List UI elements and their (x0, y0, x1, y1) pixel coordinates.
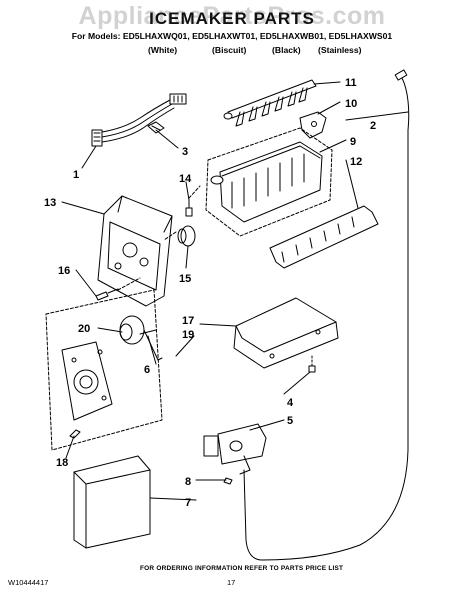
fill-cup-bracket (299, 111, 327, 139)
ordering-note: FOR ORDERING INFORMATION REFER TO PARTS … (140, 565, 344, 572)
water-valve (203, 423, 267, 475)
dashed-leaders (117, 185, 201, 291)
variant-biscuit: (Biscuit) (212, 45, 247, 55)
control-module (45, 289, 163, 451)
callout-18: 18 (56, 457, 68, 469)
callout-14: 14 (179, 173, 192, 185)
callout-12: 12 (350, 156, 362, 168)
callout-1: 1 (73, 169, 79, 181)
module-housing (97, 195, 173, 307)
page-title: ICEMAKER PARTS (149, 9, 315, 28)
watermark: AppliancePartsPros.com (78, 2, 386, 30)
variant-black: (Black) (272, 45, 301, 55)
fill-tube (243, 69, 410, 561)
callout-leaders (61, 81, 409, 501)
document-number: W10444417 (8, 578, 49, 587)
screw-4 (308, 355, 316, 373)
model-list: For Models: ED5LHAXWQ01, ED5LHAXWT01, ED… (71, 31, 393, 41)
screw-16 (95, 288, 119, 301)
callout-2: 2 (370, 120, 376, 132)
icemaker-mold (205, 127, 333, 237)
callout-19: 19 (182, 329, 194, 341)
callout-8: 8 (185, 476, 191, 488)
screw-8 (223, 477, 233, 485)
callout-6: 6 (144, 364, 150, 376)
callout-5: 5 (287, 415, 293, 427)
ejector (223, 79, 317, 127)
callout-16: 16 (58, 265, 70, 277)
variant-stainless: (Stainless) (318, 45, 362, 55)
screw-18 (69, 429, 81, 439)
page-number: 17 (227, 578, 236, 587)
harness-clip (147, 121, 165, 134)
callout-13: 13 (44, 197, 56, 209)
callout-9: 9 (350, 136, 356, 148)
ice-tray-cover (233, 297, 339, 369)
callout-11: 11 (345, 77, 357, 89)
ice-stripper (269, 205, 379, 269)
coupler (177, 225, 196, 247)
wire-harness (91, 93, 187, 147)
callout-10: 10 (345, 98, 357, 110)
insulation-pad (73, 455, 151, 549)
callout-15: 15 (179, 273, 191, 285)
callout-7: 7 (185, 497, 191, 509)
variant-white: (White) (148, 45, 178, 55)
callout-4: 4 (287, 397, 294, 409)
callout-17: 17 (182, 315, 194, 327)
callout-3: 3 (182, 146, 188, 158)
screw-14 (185, 199, 193, 217)
callout-20: 20 (78, 323, 90, 335)
